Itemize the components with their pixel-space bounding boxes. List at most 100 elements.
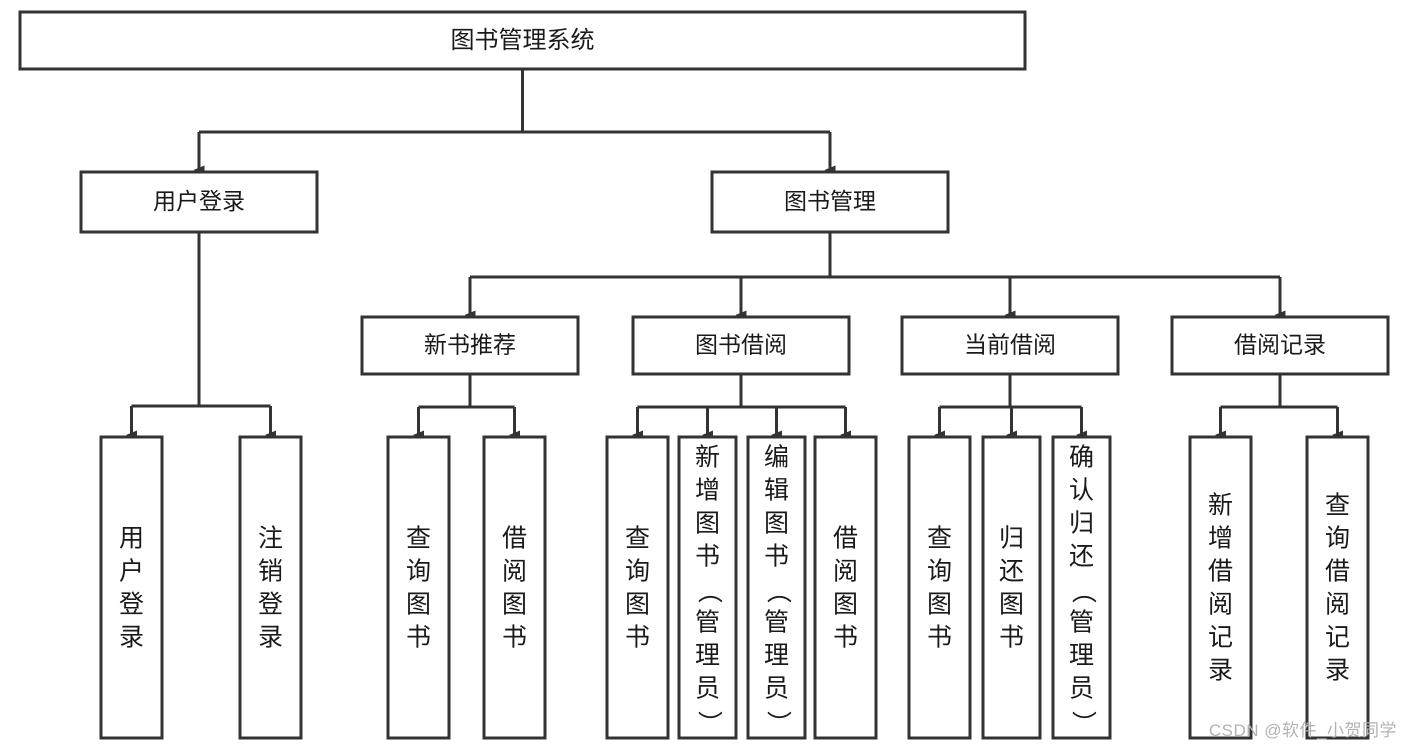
svg-text:还: 还	[1069, 543, 1094, 571]
svg-text:）: ）	[764, 710, 792, 735]
svg-text:借: 借	[1325, 558, 1350, 586]
leaf-node[interactable]: 用户登录	[99, 435, 164, 740]
svg-text:管: 管	[764, 609, 789, 637]
svg-text:还: 还	[999, 558, 1024, 586]
level2-node-1[interactable]: 图书管理	[710, 170, 950, 234]
svg-text:书: 书	[406, 624, 431, 652]
level3-node-1[interactable]: 图书借阅	[631, 315, 851, 376]
svg-text:）: ）	[1069, 710, 1097, 735]
svg-text:注: 注	[258, 525, 283, 553]
svg-text:员: 员	[764, 675, 789, 703]
edge-layer	[126, 69, 1343, 440]
svg-text:理: 理	[764, 642, 789, 670]
svg-text:录: 录	[1325, 657, 1350, 685]
svg-text:询: 询	[406, 558, 431, 586]
svg-text:书: 书	[927, 624, 952, 652]
svg-text:查: 查	[927, 525, 952, 553]
svg-text:新: 新	[1208, 492, 1233, 520]
edges-userlogin-to-leaves	[126, 232, 276, 440]
svg-text:归: 归	[999, 525, 1024, 553]
svg-text:借: 借	[502, 525, 527, 553]
svg-text:阅: 阅	[1325, 591, 1350, 619]
svg-text:录: 录	[1208, 657, 1233, 685]
svg-text:辑: 辑	[764, 477, 789, 505]
svg-text:增: 增	[695, 477, 720, 505]
node-label: 当前借阅	[964, 332, 1056, 358]
node-label: 借阅记录	[1234, 332, 1326, 358]
root-node[interactable]: 图书管理系统	[18, 10, 1027, 71]
svg-text:（: （	[764, 578, 792, 603]
svg-text:查: 查	[1325, 492, 1350, 520]
svg-text:借: 借	[833, 525, 858, 553]
leaf-node-label: 用户登录	[119, 525, 144, 652]
edges-借阅记录-to-leaves	[1215, 374, 1343, 440]
svg-text:户: 户	[119, 558, 144, 586]
svg-text:员: 员	[695, 675, 720, 703]
svg-text:理: 理	[1069, 642, 1094, 670]
node-label: 用户登录	[153, 188, 245, 214]
svg-text:登: 登	[258, 591, 283, 619]
node-label: 图书借阅	[695, 332, 787, 358]
level3-node-2[interactable]: 当前借阅	[900, 315, 1120, 376]
svg-text:管: 管	[695, 609, 720, 637]
svg-text:录: 录	[258, 624, 283, 652]
svg-text:增: 增	[1208, 525, 1233, 553]
node-label: 新书推荐	[424, 332, 516, 358]
edges-bookmgmt-to-level3	[464, 232, 1286, 320]
svg-text:登: 登	[119, 591, 144, 619]
svg-text:）: ）	[695, 710, 723, 735]
level3-node-3[interactable]: 借阅记录	[1170, 315, 1390, 376]
svg-text:员: 员	[1069, 675, 1094, 703]
svg-text:图: 图	[502, 591, 527, 619]
svg-text:图: 图	[999, 591, 1024, 619]
svg-text:记: 记	[1325, 624, 1350, 652]
svg-text:编: 编	[764, 444, 789, 472]
svg-text:阅: 阅	[833, 558, 858, 586]
svg-text:查: 查	[406, 525, 431, 553]
edges-当前借阅-to-leaves	[934, 374, 1087, 440]
svg-text:书: 书	[833, 624, 858, 652]
svg-text:图: 图	[406, 591, 431, 619]
svg-text:阅: 阅	[1208, 591, 1233, 619]
node-label: 图书管理系统	[451, 27, 595, 54]
svg-text:书: 书	[625, 624, 650, 652]
level3-node-0[interactable]: 新书推荐	[360, 315, 580, 376]
svg-text:管: 管	[1069, 609, 1094, 637]
svg-text:查: 查	[625, 525, 650, 553]
svg-text:理: 理	[695, 642, 720, 670]
svg-text:图: 图	[927, 591, 952, 619]
edges-新书推荐-to-leaves	[413, 374, 520, 440]
level2-node-0[interactable]: 用户登录	[79, 170, 319, 234]
svg-text:借: 借	[1208, 558, 1233, 586]
svg-text:用: 用	[119, 525, 144, 553]
svg-text:确: 确	[1069, 444, 1094, 472]
svg-text:询: 询	[1325, 525, 1350, 553]
svg-text:录: 录	[119, 624, 144, 652]
svg-text:询: 询	[625, 558, 650, 586]
svg-text:认: 认	[1069, 477, 1094, 505]
svg-text:阅: 阅	[502, 558, 527, 586]
edges-root-to-level2	[193, 69, 836, 175]
svg-text:（: （	[695, 578, 723, 603]
